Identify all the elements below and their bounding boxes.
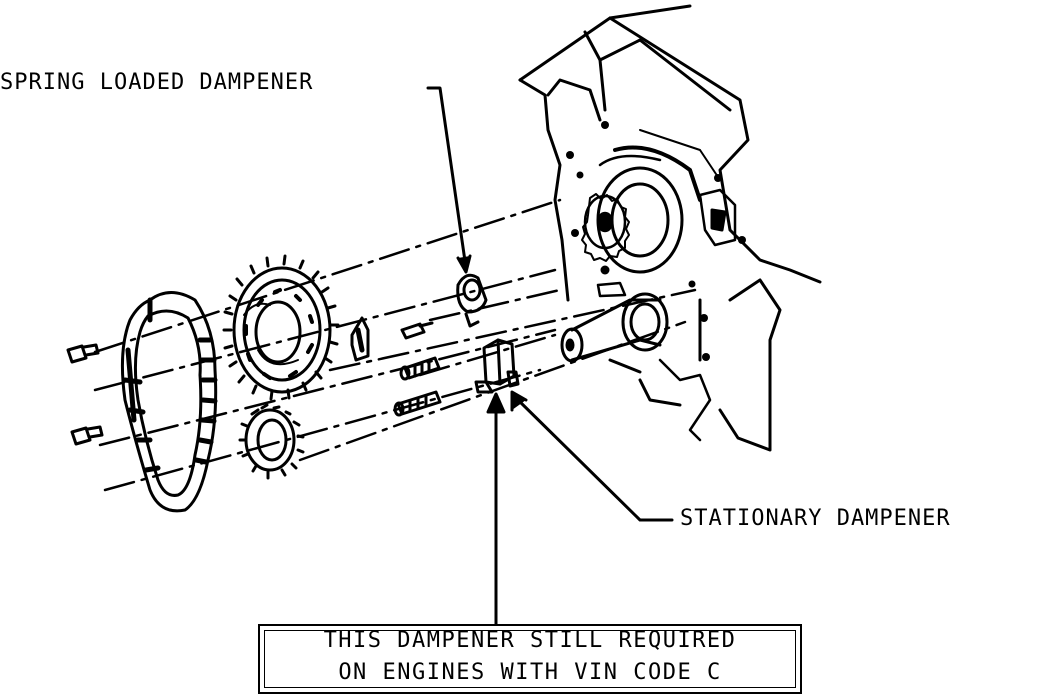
leader-stationary <box>510 390 674 522</box>
vin-code-note-box: THIS DAMPENER STILL REQUIRED ON ENGINES … <box>258 624 802 694</box>
camshaft-hub <box>596 145 702 274</box>
tab-bracket <box>350 316 370 362</box>
dampener-bolt-upper <box>399 356 441 381</box>
cam-bolt-lower <box>70 425 104 446</box>
stationary-dampener-part <box>474 338 520 394</box>
crankshaft-snout <box>560 281 669 363</box>
timing-chain <box>120 291 218 513</box>
leader-note <box>486 392 506 626</box>
crank-sprocket <box>238 403 305 480</box>
label-spring-loaded-dampener: SPRING LOADED DAMPENER <box>0 70 314 95</box>
leader-spring-loaded <box>426 86 472 274</box>
block-bolt-holes <box>566 121 746 361</box>
note-box-inner-border <box>264 630 796 688</box>
note-line-2: ON ENGINES WITH VIN CODE C <box>338 660 722 685</box>
cam-sprocket <box>232 266 332 394</box>
spring-loaded-dampener-part <box>456 273 488 328</box>
label-stationary-dampener: STATIONARY DAMPENER <box>680 506 951 531</box>
alignment-lines <box>93 198 697 492</box>
dampener-bolt-lower <box>393 390 442 417</box>
cam-sprocket-teeth <box>222 254 340 401</box>
cam-gear-stub <box>581 193 630 262</box>
cam-bolt-upper <box>66 343 100 364</box>
engine-block <box>518 4 822 452</box>
small-fastener <box>400 321 434 340</box>
note-line-1: THIS DAMPENER STILL REQUIRED <box>323 628 737 653</box>
